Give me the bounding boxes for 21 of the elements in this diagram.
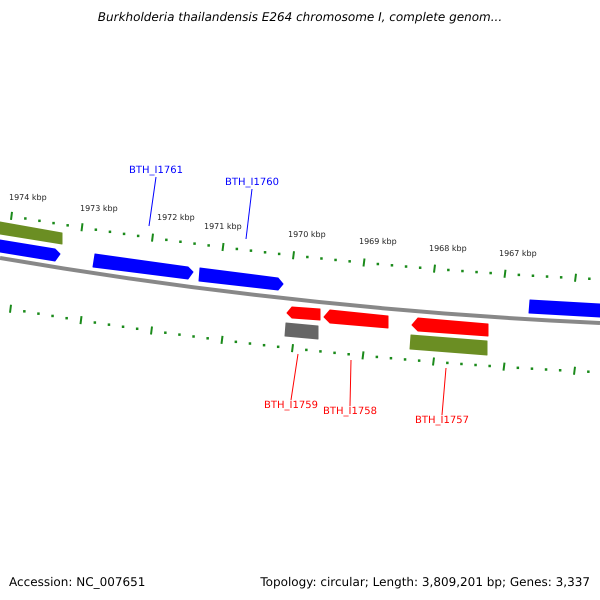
genome-info-text: Topology: circular; Length: 3,809,201 bp; Genes: 3,337 — [260, 575, 590, 589]
gene-label: BTH_I1758 — [323, 406, 377, 418]
leader-line — [246, 188, 252, 240]
scale-label: 1972 kbp — [157, 213, 195, 223]
scale-label: 1971 kbp — [204, 222, 242, 232]
accession-text: Accession: NC_007651 — [9, 575, 146, 589]
scale-label: 1973 kbp — [80, 204, 118, 214]
leader-line — [148, 176, 156, 226]
scale-label: 1968 kbp — [429, 244, 467, 254]
scale-label: 1970 kbp — [288, 230, 326, 240]
gene-label: BTH_I1761 — [129, 165, 183, 177]
gene-label: BTH_I1760 — [225, 177, 279, 189]
leader-line — [350, 360, 352, 406]
gene-label: BTH_I1757 — [415, 415, 469, 427]
diagram-title: Burkholderia thailandensis E264 chromosome I, complete genom... — [96, 10, 504, 24]
scale-label: 1974 kbp — [9, 193, 47, 203]
leader-line — [290, 354, 298, 400]
leader-line — [442, 368, 446, 416]
gene-label: BTH_I1759 — [264, 400, 318, 412]
scale-label: 1969 kbp — [359, 237, 397, 247]
scale-label: 1967 kbp — [499, 249, 537, 259]
